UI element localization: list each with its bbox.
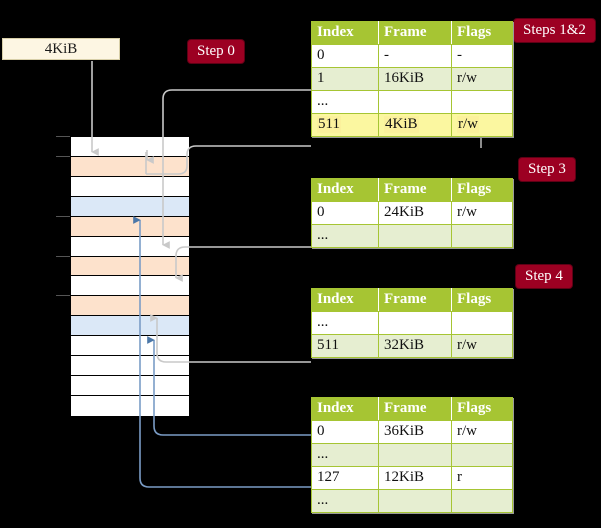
memory-frame-11 xyxy=(71,356,189,377)
cell-flags: - xyxy=(451,44,513,68)
table-row: ... xyxy=(311,443,513,467)
cell-index: ... xyxy=(311,90,379,114)
cell-flags: r/w xyxy=(451,113,513,137)
memory-frame-5 xyxy=(71,236,189,257)
cell-frame xyxy=(378,489,452,513)
cell-index: 511 xyxy=(311,334,379,358)
column-header-frame: Frame xyxy=(378,288,452,312)
cell-frame: 32KiB xyxy=(378,334,452,358)
wire-l3-index0-into-memory xyxy=(175,246,311,282)
cell-index: ... xyxy=(311,311,379,335)
memory-tick-6 xyxy=(56,255,70,257)
badge-step-4: Step 4 xyxy=(516,265,572,288)
badge-steps-1-2: Steps 1&2 xyxy=(514,19,595,42)
cell-frame: 16KiB xyxy=(378,67,452,91)
virtual-page-label: 4KiB xyxy=(44,40,78,57)
cell-flags: r xyxy=(451,466,513,490)
cell-flags: r/w xyxy=(451,67,513,91)
memory-tick-4 xyxy=(56,215,70,217)
cell-frame xyxy=(378,311,452,335)
memory-frame-0 xyxy=(71,137,189,157)
badge-step-4-label: Step 4 xyxy=(525,268,563,284)
column-header-flags: Flags xyxy=(451,397,513,421)
cell-index: 1 xyxy=(311,67,379,91)
cell-index: ... xyxy=(311,224,379,248)
memory-tick-8 xyxy=(56,295,70,297)
cell-index: 0 xyxy=(311,44,379,68)
cell-frame xyxy=(378,90,452,114)
table-row: 0-- xyxy=(311,44,513,68)
physical-memory-column xyxy=(70,136,190,416)
memory-frame-13 xyxy=(71,396,189,416)
virtual-page-box: 4KiB xyxy=(2,38,120,60)
column-header-index: Index xyxy=(311,397,379,421)
badge-step-0: Step 0 xyxy=(188,40,244,63)
column-header-index: Index xyxy=(311,288,379,312)
cell-frame: 24KiB xyxy=(378,201,452,225)
badge-step-3: Step 3 xyxy=(519,158,575,181)
table-row: ... xyxy=(311,311,513,335)
memory-frame-12 xyxy=(71,376,189,397)
memory-frame-6 xyxy=(71,256,189,277)
memory-frame-3 xyxy=(71,196,189,217)
cell-index: 127 xyxy=(311,466,379,490)
memory-frame-2 xyxy=(71,176,189,197)
column-header-flags: Flags xyxy=(451,21,513,45)
table-row: ... xyxy=(311,90,513,114)
cell-index: ... xyxy=(311,443,379,467)
cell-flags xyxy=(451,311,513,335)
cell-frame: 36KiB xyxy=(378,420,452,444)
memory-tick-1 xyxy=(56,155,70,157)
cell-flags: r/w xyxy=(451,334,513,358)
cell-index: 511 xyxy=(311,113,379,137)
table-row: ... xyxy=(311,224,513,248)
memory-frame-4 xyxy=(71,216,189,237)
column-header-flags: Flags xyxy=(451,178,513,202)
memory-tick-0 xyxy=(56,136,70,137)
cell-flags xyxy=(451,489,513,513)
table-row: ... xyxy=(311,489,513,513)
badge-steps-1-2-label: Steps 1&2 xyxy=(523,22,586,38)
cell-index: ... xyxy=(311,489,379,513)
column-header-flags: Flags xyxy=(451,288,513,312)
memory-frame-10 xyxy=(71,336,189,357)
badge-step-0-label: Step 0 xyxy=(197,43,235,59)
cell-flags xyxy=(451,224,513,248)
memory-frame-9 xyxy=(71,316,189,337)
column-header-frame: Frame xyxy=(378,21,452,45)
cell-frame xyxy=(378,443,452,467)
memory-frame-7 xyxy=(71,276,189,297)
cell-index: 0 xyxy=(311,420,379,444)
memory-frame-8 xyxy=(71,296,189,317)
cell-flags xyxy=(451,90,513,114)
column-header-index: Index xyxy=(311,178,379,202)
cell-frame: 12KiB xyxy=(378,466,452,490)
cell-flags: r/w xyxy=(451,420,513,444)
badge-step-3-label: Step 3 xyxy=(528,161,566,177)
column-header-frame: Frame xyxy=(378,178,452,202)
memory-frame-1 xyxy=(71,156,189,177)
cell-frame xyxy=(378,224,452,248)
cell-frame: 4KiB xyxy=(378,113,452,137)
cell-index: 0 xyxy=(311,201,379,225)
column-header-frame: Frame xyxy=(378,397,452,421)
cell-flags: r/w xyxy=(451,201,513,225)
cell-frame: - xyxy=(378,44,452,68)
column-header-index: Index xyxy=(311,21,379,45)
cell-flags xyxy=(451,443,513,467)
